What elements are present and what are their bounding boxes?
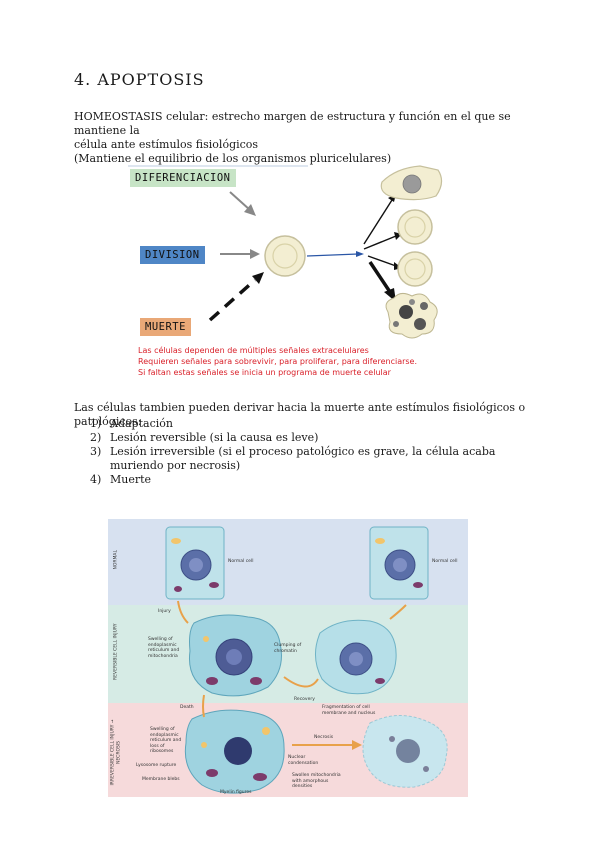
daughter-cell-1 <box>397 209 433 245</box>
band-label-reversible: REVERSIBLE CELL INJURY <box>113 623 119 680</box>
list-text: Lesión irreversible (si el proceso patol… <box>110 445 496 472</box>
label-swollen-mito: Swollen mitochondria with amorphous dens… <box>292 773 341 789</box>
label-swelling-er-2: Swelling of endoplasmic reticulum and lo… <box>150 727 182 754</box>
normal-cell-right <box>369 526 429 600</box>
cell-injury-graphic <box>165 526 448 794</box>
cell-fate-graphic <box>128 165 443 339</box>
list-text: Lesión reversible (si la causa es leve) <box>110 431 319 444</box>
label-lysosome: Lysosome rupture <box>136 763 177 768</box>
label-necrosis: Necrosis <box>314 735 334 740</box>
label-nuclear-condensation: Nuclear condensation <box>288 755 319 766</box>
list-text: Muerte <box>110 473 152 486</box>
label-differentiation: DIFERENCIACION <box>130 169 236 187</box>
intro-line-3: (Mantiene el equilibrio de los organismo… <box>74 152 392 165</box>
label-death: Death <box>180 705 194 710</box>
list-text: Adaptación <box>110 417 173 430</box>
normal-cell-left <box>165 526 225 600</box>
daughter-cell-2 <box>397 251 433 287</box>
caption-line-1: Las células dependen de múltiples señale… <box>138 346 369 355</box>
list-number: 4) <box>90 473 102 486</box>
central-cell <box>264 235 306 277</box>
band-label-irreversible: IRREVERSIBLE CELL INJURY → NECROSIS <box>110 719 122 786</box>
page-title: 4. APOPTOSIS <box>74 70 205 89</box>
label-swelling-er: Swelling of endoplasmic reticulum and mi… <box>148 637 180 659</box>
intro-line-2: célula ante estímulos fisiológicos <box>74 138 259 151</box>
list-number: 3) <box>90 445 102 458</box>
red-caption: Las células dependen de múltiples señale… <box>138 345 417 378</box>
necrotic-cell <box>362 715 448 788</box>
label-recovery: Recovery <box>294 697 315 702</box>
paragraph-2: Las células tambien pueden derivar hacia… <box>74 401 526 428</box>
band-reversible <box>108 605 468 703</box>
caption-line-3: Si faltan estas señales se inicia un pro… <box>138 368 391 377</box>
list-number: 1) <box>90 417 102 430</box>
list-item: 1) Adaptación <box>88 417 518 431</box>
steps-list: 1) Adaptación 2) Lesión reversible (si la … <box>88 417 518 487</box>
label-injury: Injury <box>158 609 171 614</box>
label-membrane-blebs: Membrane blebs <box>142 777 180 782</box>
label-fragmentation: Fragmentation of cell membrane and nucle… <box>322 705 376 716</box>
recovering-cell <box>315 619 397 695</box>
list-number: 2) <box>90 431 102 444</box>
intro-line-1: HOMEOSTASIS celular: estrecho margen de … <box>74 110 511 137</box>
label-myelin: Myelin figures <box>220 790 252 795</box>
caption-line-2: Requieren señales para sobrevivir, para … <box>138 357 418 366</box>
band-label-normal: NORMAL <box>113 550 119 570</box>
reversible-injury-cell <box>188 614 282 697</box>
label-death: MUERTE <box>140 318 191 336</box>
homeostasis-paragraph: HOMEOSTASIS celular: estrecho margen de … <box>74 110 524 166</box>
irreversible-injury-cell <box>184 709 285 794</box>
list-item: 3) Lesión irreversible (si el proceso pat… <box>88 445 518 473</box>
cell-fate-diagram: DIFERENCIACION DIVISION MUERTE Las célul… <box>120 162 450 382</box>
label-division: DIVISION <box>140 246 205 264</box>
list-item: 2) Lesión reversible (si la causa es leve… <box>88 431 518 445</box>
label-clumping: Clumping of chromatin <box>274 643 302 654</box>
apoptotic-cell <box>385 292 438 339</box>
list-item: 4) Muerte <box>88 473 518 487</box>
label-normal-cell-left: Normal cell <box>228 559 254 564</box>
cell-injury-figure: NORMAL REVERSIBLE CELL INJURY IRREVERSIB… <box>108 519 468 797</box>
label-normal-cell-right: Normal cell <box>432 559 458 564</box>
